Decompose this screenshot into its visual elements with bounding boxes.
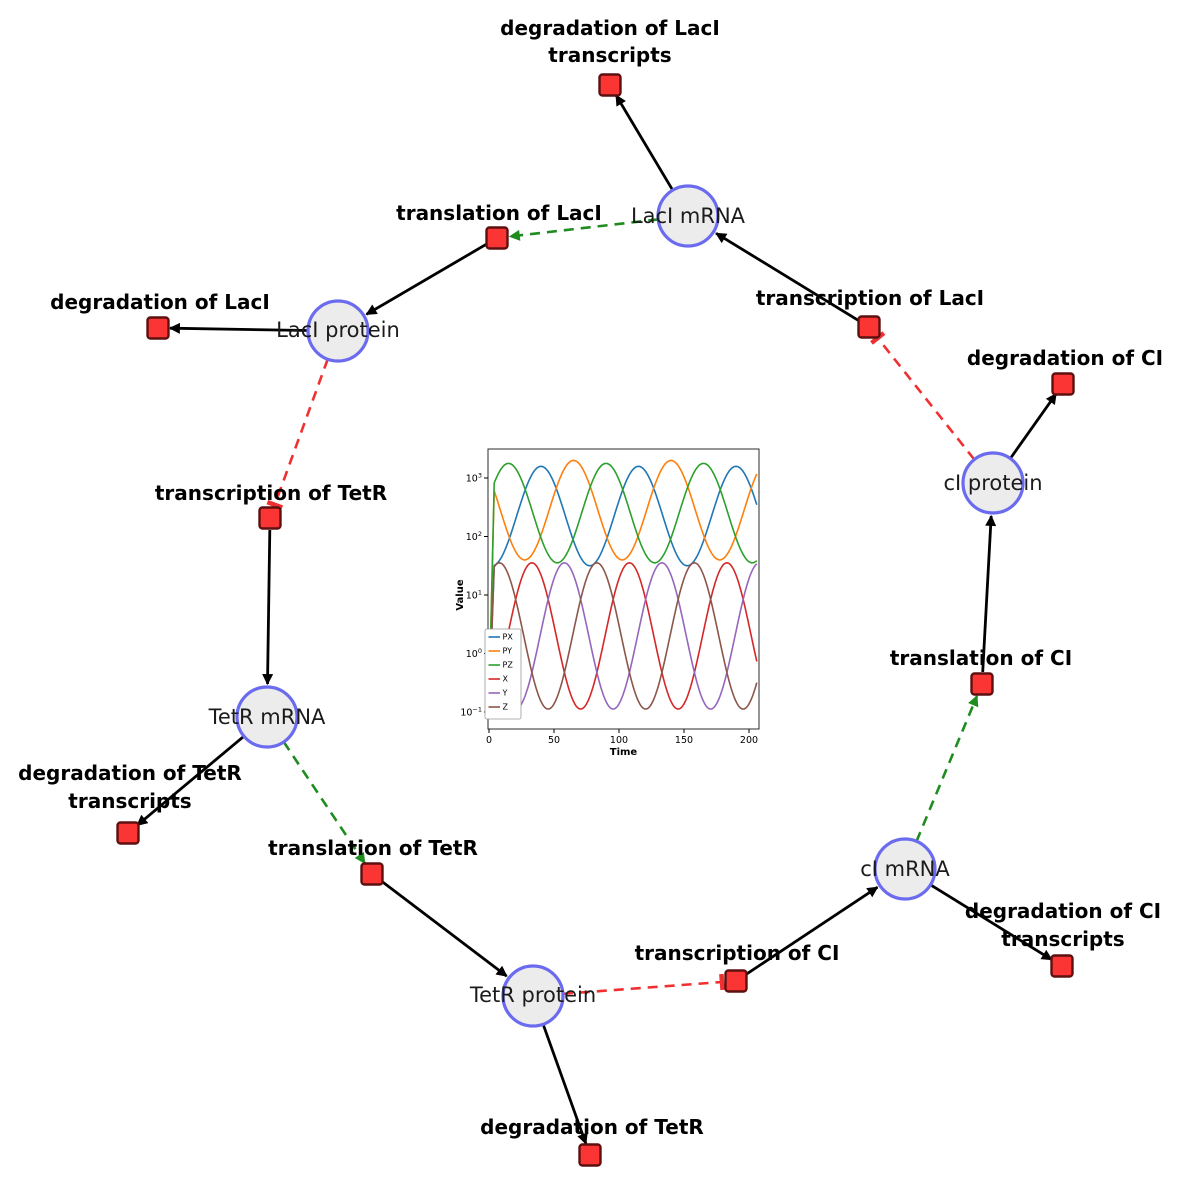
edge-laci-mrna-to-translation-laci-modifier bbox=[508, 218, 659, 241]
reaction-label: degradation of CI bbox=[965, 899, 1161, 923]
legend-label-z: Z bbox=[503, 703, 509, 712]
x-tick-label: 150 bbox=[675, 735, 693, 746]
species-label: TetR protein bbox=[469, 983, 596, 1007]
y-tick-label: 102 bbox=[466, 530, 482, 543]
reaction-label: transcription of CI bbox=[635, 941, 840, 965]
species-node-laci-mrna[interactable] bbox=[656, 184, 720, 248]
reaction-nodes bbox=[116, 73, 1075, 1167]
reaction-node-translation-laci[interactable] bbox=[485, 226, 509, 250]
edge-laci-mrna-to-deg-laci-transcripts bbox=[614, 94, 674, 191]
legend-label-y: Y bbox=[502, 689, 508, 698]
reaction-node-deg-tetr[interactable] bbox=[578, 1143, 602, 1167]
reaction-label: translation of TetR bbox=[268, 836, 478, 860]
species-label: LacI mRNA bbox=[631, 204, 746, 228]
y-tick-label: 101 bbox=[466, 589, 482, 602]
inset-chart: 103 102 101 100 10−1 Value 0 50 100 150 … bbox=[455, 448, 760, 758]
edge-ci-mrna-to-deg-ci-transcripts bbox=[929, 883, 1053, 961]
reaction-label: transcripts bbox=[68, 789, 191, 813]
species-label: cI mRNA bbox=[860, 857, 950, 881]
edge-tetr-protein-inhibits-transcription-ci bbox=[562, 973, 725, 996]
y-tick-label: 100 bbox=[466, 647, 482, 660]
x-tick-label: 0 bbox=[486, 735, 492, 746]
y-tick-label: 10−1 bbox=[460, 706, 482, 719]
reaction-label: degradation of TetR bbox=[480, 1115, 704, 1139]
reaction-node-deg-tetr-transcripts[interactable] bbox=[116, 821, 140, 845]
species-node-ci-mrna[interactable] bbox=[873, 837, 937, 901]
edge-transcription-laci-to-laci-mrna bbox=[715, 232, 860, 322]
species-label: TetR mRNA bbox=[208, 705, 326, 729]
edges bbox=[136, 94, 1058, 1145]
reaction-node-translation-tetr[interactable] bbox=[360, 862, 384, 886]
edge-tetr-mrna-to-deg-tetr-transcripts bbox=[136, 735, 245, 827]
edge-translation-laci-to-laci-protein bbox=[365, 242, 488, 316]
chart-series-PZ bbox=[488, 462, 758, 707]
chart-series-Y bbox=[488, 562, 758, 710]
species-label: LacI protein bbox=[276, 318, 400, 342]
reaction-label: degradation of CI bbox=[967, 346, 1163, 370]
species-nodes bbox=[235, 184, 1025, 1028]
chart-legend: PX PY PZ X Y Z bbox=[484, 628, 522, 720]
reaction-label: translation of CI bbox=[890, 646, 1072, 670]
species-node-ci-protein[interactable] bbox=[961, 451, 1025, 515]
reaction-node-transcription-ci[interactable] bbox=[724, 969, 748, 993]
chart-curves bbox=[488, 459, 758, 710]
reaction-node-deg-laci[interactable] bbox=[146, 316, 170, 340]
x-tick-label: 200 bbox=[740, 735, 758, 746]
edge-laci-protein-inhibits-transcription-tetr bbox=[266, 358, 329, 510]
chart-series-X bbox=[488, 562, 758, 710]
species-label: cI protein bbox=[943, 471, 1042, 495]
reaction-node-transcription-tetr[interactable] bbox=[258, 506, 282, 530]
edge-tetr-mrna-to-translation-tetr-modifier bbox=[282, 741, 366, 865]
legend-label-x: X bbox=[503, 675, 509, 684]
edge-ci-mrna-to-translation-ci-modifier bbox=[915, 694, 979, 842]
reaction-node-translation-ci[interactable] bbox=[970, 672, 994, 696]
reaction-label: transcription of LacI bbox=[756, 286, 984, 310]
reaction-label: transcripts bbox=[548, 43, 671, 67]
species-node-laci-protein[interactable] bbox=[306, 299, 370, 363]
reaction-node-deg-ci-transcripts[interactable] bbox=[1050, 954, 1074, 978]
chart-y-axis: 103 102 101 100 10−1 Value bbox=[455, 472, 488, 719]
x-tick-label: 100 bbox=[610, 735, 628, 746]
edge-ci-protein-to-deg-ci bbox=[1009, 392, 1058, 460]
x-tick-label: 50 bbox=[548, 735, 560, 746]
y-tick-label: 103 bbox=[466, 472, 482, 485]
reaction-node-deg-laci-transcripts[interactable] bbox=[598, 73, 622, 97]
edge-translation-ci-to-ci-protein bbox=[981, 514, 997, 673]
reaction-label: transcription of TetR bbox=[155, 481, 387, 505]
reaction-label: degradation of LacI bbox=[50, 290, 270, 314]
reaction-label: transcripts bbox=[1001, 927, 1124, 951]
edge-translation-tetr-to-tetr-protein bbox=[380, 880, 508, 978]
chart-x-axis: 0 50 100 150 200 Time bbox=[486, 729, 758, 758]
edge-ci-protein-inhibits-transcription-laci bbox=[870, 331, 976, 461]
reaction-label: degradation of LacI bbox=[500, 16, 720, 40]
reaction-node-deg-ci[interactable] bbox=[1051, 372, 1075, 396]
reaction-node-transcription-laci[interactable] bbox=[857, 315, 881, 339]
species-labels: LacI mRNA LacI protein TetR mRNA TetR pr… bbox=[208, 204, 1043, 1007]
chart-series-PY bbox=[488, 459, 758, 707]
reaction-label: translation of LacI bbox=[396, 201, 602, 225]
chart-x-axis-label: Time bbox=[610, 747, 638, 758]
legend-label-pz: PZ bbox=[503, 661, 514, 670]
legend-label-py: PY bbox=[503, 647, 513, 656]
reaction-label: degradation of TetR bbox=[18, 761, 242, 785]
edge-transcription-ci-to-ci-mrna bbox=[745, 886, 879, 976]
edge-tetr-protein-to-deg-tetr bbox=[541, 1023, 588, 1145]
legend-label-px: PX bbox=[503, 633, 514, 642]
chart-y-axis-label: Value bbox=[455, 579, 466, 610]
species-node-tetr-mrna[interactable] bbox=[235, 685, 299, 749]
species-node-tetr-protein[interactable] bbox=[501, 964, 565, 1028]
edge-transcription-tetr-to-tetr-mrna bbox=[262, 529, 274, 686]
edge-laci-protein-to-deg-laci bbox=[168, 322, 309, 334]
chart-series-Z bbox=[488, 562, 758, 710]
reaction-labels: degradation of LacI transcripts translat… bbox=[18, 16, 1163, 1139]
